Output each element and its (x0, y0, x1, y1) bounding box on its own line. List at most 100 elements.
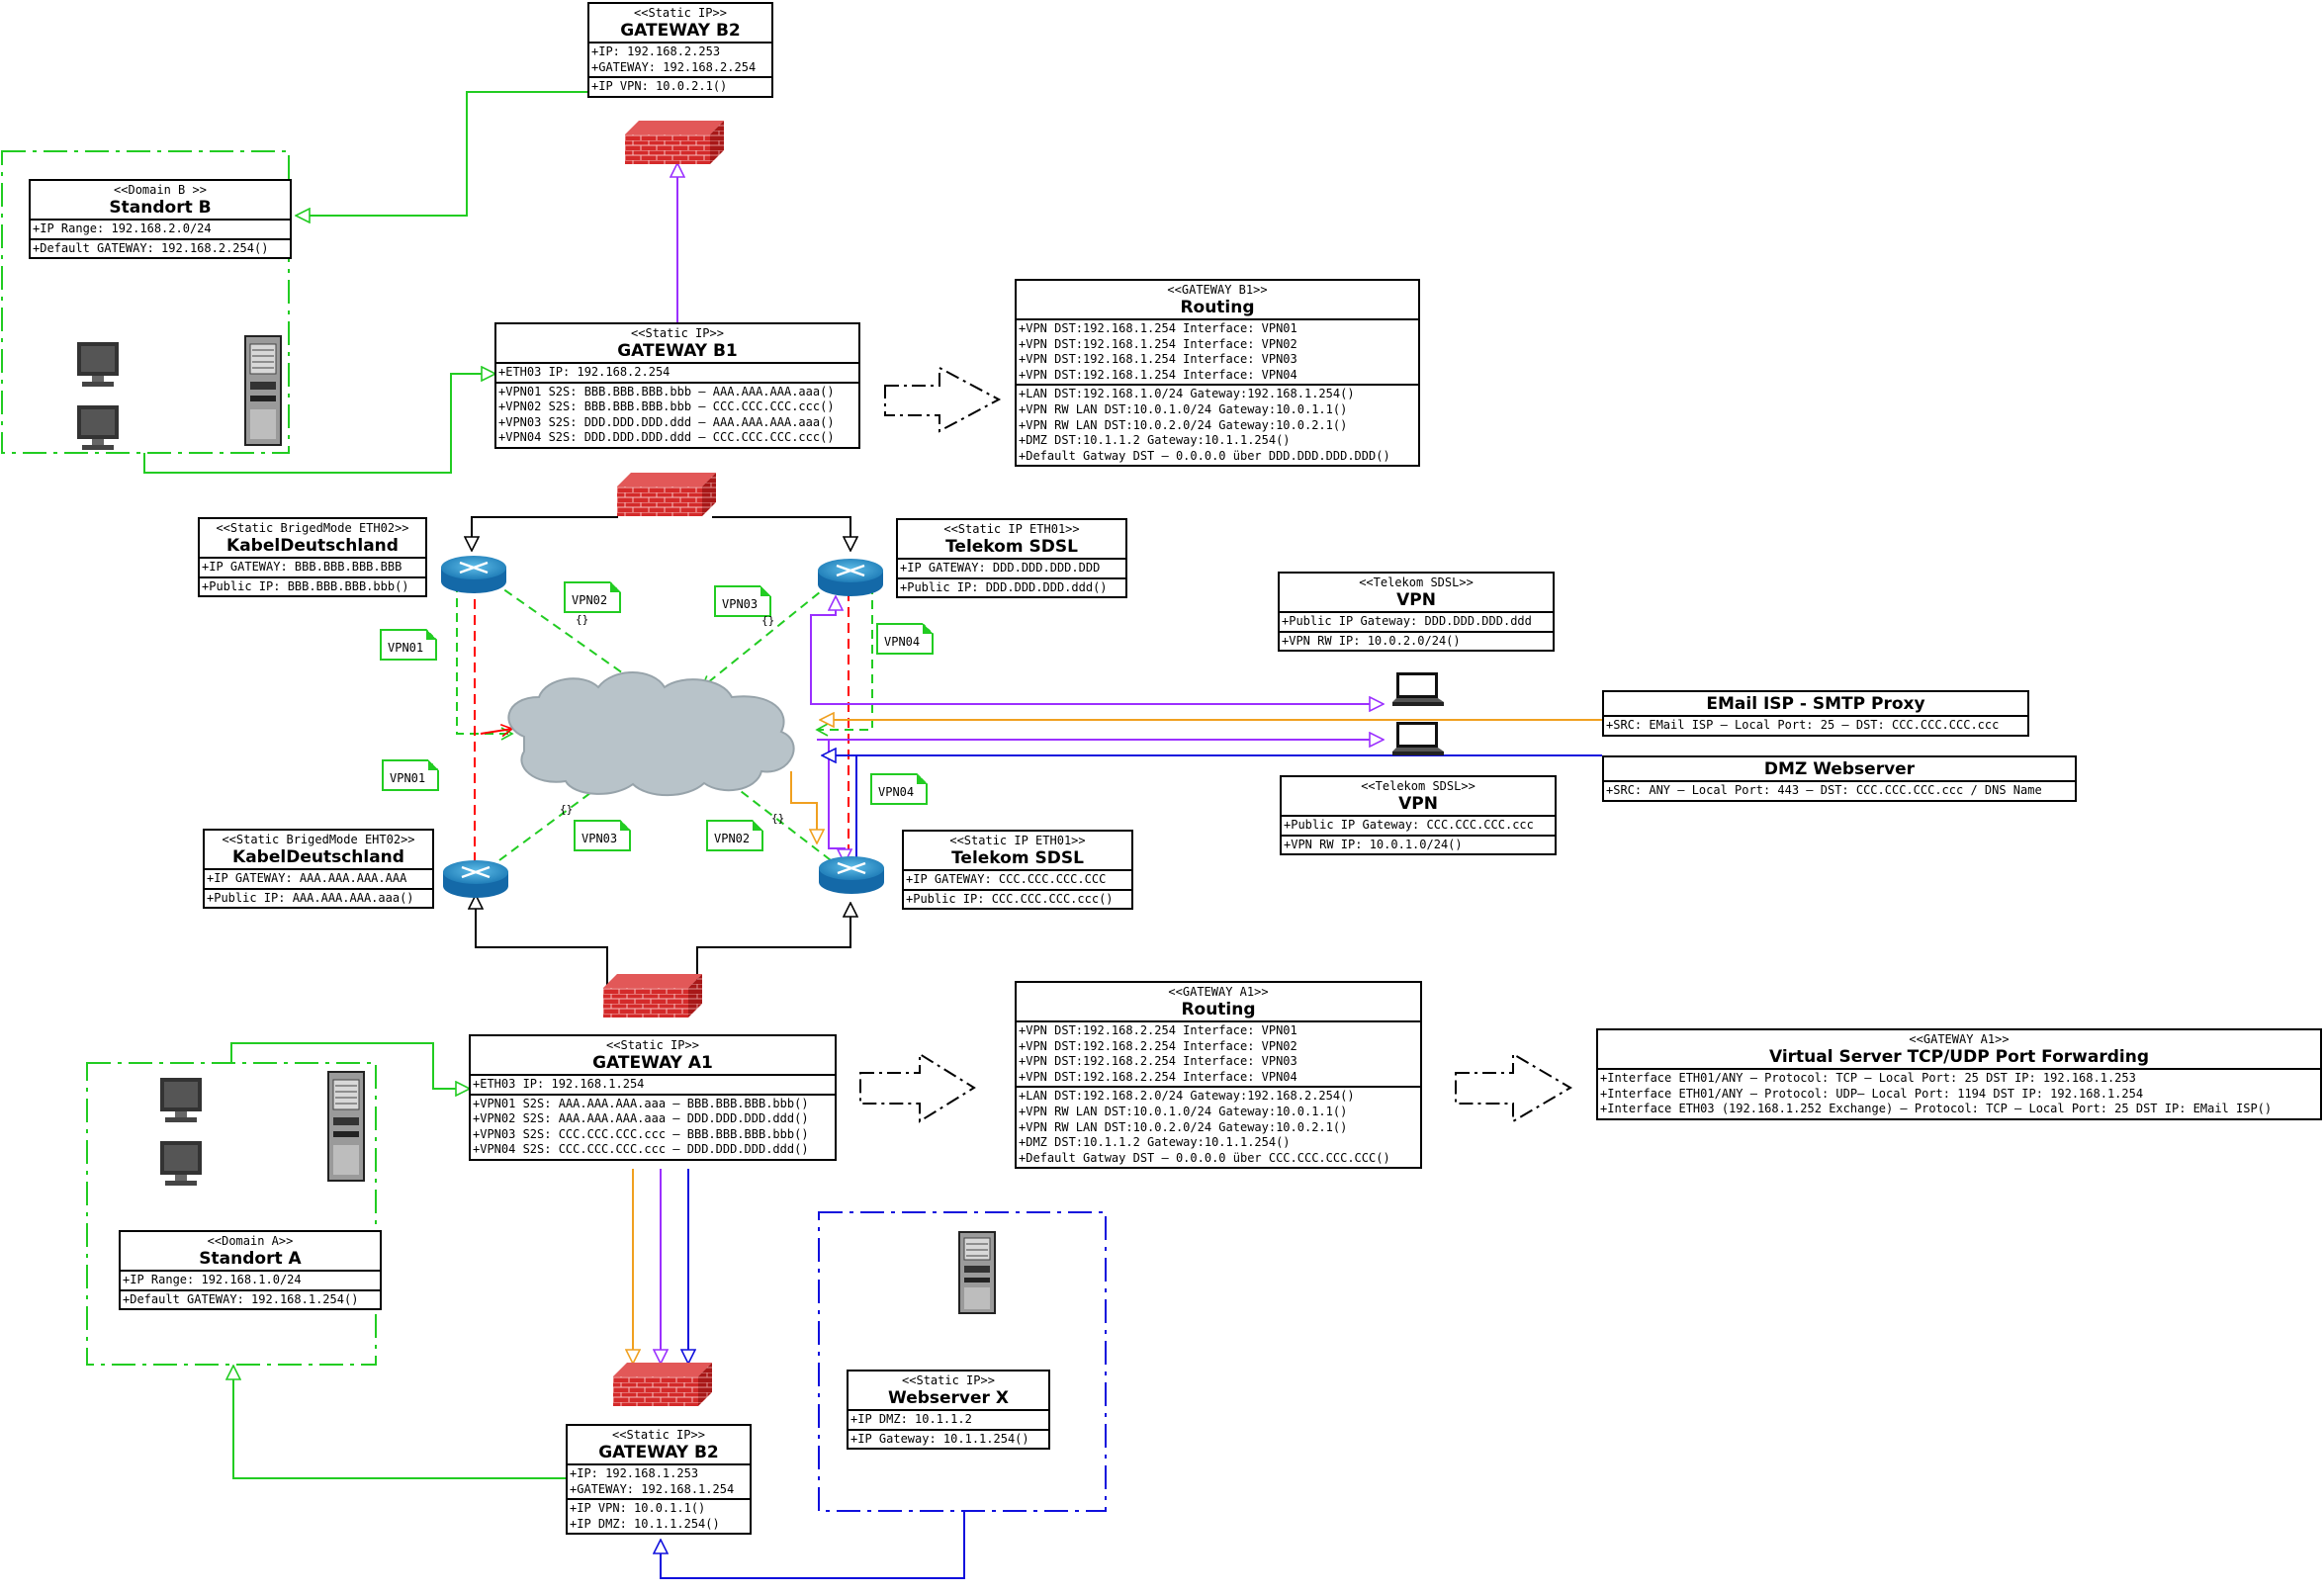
box-header: EMail ISP - SMTP Proxy (1604, 692, 2027, 717)
box-section: +Default GATEWAY: 192.168.2.254() (31, 240, 290, 258)
box-attribute: +Public IP Gateway: CCC.CCC.CCC.ccc (1284, 818, 1534, 832)
routing-b1-box: <<GATEWAY B1>>Routing+VPN DST:192.168.1.… (1015, 279, 1420, 468)
box-attribute: +VPN RW LAN DST:10.0.2.0/24 Gateway:10.0… (1019, 417, 1348, 432)
stereotype-label: <<GATEWAY B1>> (1167, 283, 1268, 297)
stereotype-label: <<Domain A>> (207, 1234, 294, 1248)
kabel-bottom-box: <<Static BrigedMode EHT02>>KabelDeutschl… (203, 829, 434, 910)
box-section: +IP Range: 192.168.2.0/24 (31, 221, 290, 240)
vpn-top-box: <<Telekom SDSL>>VPN+Public IP Gateway: D… (1278, 572, 1555, 653)
box-attribute: +VPN DST:192.168.1.254 Interface: VPN02 (1019, 336, 1297, 351)
stereotype-label: <<Static IP>> (631, 326, 724, 340)
vpn-line-tl-cloud (492, 580, 645, 688)
box-section: +VPN01 S2S: BBB.BBB.BBB.bbb – AAA.AAA.AA… (496, 384, 858, 447)
box-section: +VPN DST:192.168.1.254 Interface: VPN01+… (1017, 320, 1418, 387)
box-section: +Public IP: DDD.DDD.DDD.ddd() (898, 579, 1125, 597)
box-section: +Interface ETH01/ANY – Protocol: TCP – L… (1598, 1070, 2320, 1118)
gateway-b2-bottom-box: <<Static IP>>GATEWAY B2+IP: 192.168.1.25… (566, 1424, 752, 1536)
box-title: Standort B (109, 198, 212, 218)
vpn-note: VPN02 (706, 820, 763, 851)
box-attribute: +VPN RW LAN DST:10.0.1.0/24 Gateway:10.0… (1019, 401, 1348, 416)
laptop-icon (1392, 722, 1444, 755)
box-section: +VPN01 S2S: AAA.AAA.AAA.aaa – BBB.BBB.BB… (471, 1096, 835, 1159)
box-title: GATEWAY B2 (620, 21, 741, 41)
laptop-icon (1392, 672, 1444, 706)
box-attribute: +IP GATEWAY: CCC.CCC.CCC.CCC (906, 872, 1107, 886)
stereotype-label: <<Static IP ETH01>> (949, 834, 1086, 847)
box-attribute: +DMZ DST:10.1.1.2 Gateway:10.1.1.254() (1019, 1135, 1291, 1150)
box-attribute: +VPN DST:192.168.2.254 Interface: VPN02 (1019, 1038, 1297, 1053)
wire-gwb2-to-standorta (233, 1367, 566, 1479)
firewall-icon (625, 121, 724, 164)
stereotype-label: <<Domain B >> (114, 183, 207, 197)
box-title: EMail ISP - SMTP Proxy (1706, 694, 1925, 714)
box-attribute: +IP VPN: 10.0.2.1() (591, 79, 728, 94)
vpn-note: VPN01 (380, 629, 437, 661)
box-attribute: +VPN RW LAN DST:10.0.1.0/24 Gateway:10.0… (1019, 1104, 1348, 1118)
server-tower-icon (958, 1231, 996, 1314)
vpn-note: VPN03 (714, 585, 771, 617)
box-title: Webserver X (888, 1388, 1009, 1408)
dashed-arrow-icon (884, 366, 1002, 433)
box-attribute: +GATEWAY: 192.168.1.254 (570, 1481, 735, 1496)
box-header: <<Domain A>>Standort A (121, 1232, 380, 1272)
brace-label: {} (771, 812, 785, 825)
box-attribute: +IP VPN: 10.0.1.1() (570, 1501, 706, 1516)
monitor-icon (77, 342, 119, 387)
telekom-bottom-box: <<Static IP ETH01>>Telekom SDSL+IP GATEW… (902, 830, 1133, 911)
router-icon (819, 856, 884, 894)
box-attribute: +Public IP: CCC.CCC.CCC.ccc() (906, 891, 1114, 906)
box-section: +VPN RW IP: 10.0.2.0/24() (1280, 633, 1553, 651)
box-section: +VPN RW IP: 10.0.1.0/24() (1282, 837, 1555, 854)
box-section: +IP VPN: 10.0.1.1()+IP DMZ: 10.1.1.254() (568, 1500, 750, 1533)
box-header: <<Static BrigedMode EHT02>>KabelDeutschl… (205, 831, 432, 870)
box-section: +Public IP Gateway: DDD.DDD.DDD.ddd (1280, 613, 1553, 633)
box-attribute: +VPN DST:192.168.1.254 Interface: VPN04 (1019, 367, 1297, 382)
monitor-icon (160, 1078, 202, 1122)
box-section: +SRC: EMail ISP – Local Port: 25 – DST: … (1604, 717, 2027, 735)
dashed-arrow-icon (859, 1052, 976, 1123)
box-header: DMZ Webserver (1604, 757, 2075, 782)
box-title: GATEWAY A1 (592, 1053, 713, 1073)
standort-a-box: <<Domain A>>Standort A+IP Range: 192.168… (119, 1230, 382, 1311)
wire-fw-to-router-br (696, 904, 850, 994)
box-header: <<GATEWAY B1>>Routing (1017, 281, 1418, 320)
box-section: +LAN DST:192.168.2.0/24 Gateway:192.168.… (1017, 1088, 1420, 1167)
box-section: +IP GATEWAY: AAA.AAA.AAA.AAA (205, 870, 432, 890)
router-icon (818, 559, 883, 596)
box-attribute: +IP Range: 192.168.1.0/24 (123, 1273, 302, 1286)
box-title: GATEWAY B1 (617, 341, 738, 361)
wire-dmz-to-gwb2 (661, 1511, 965, 1579)
box-header: <<Static IP ETH01>>Telekom SDSL (898, 520, 1125, 560)
routing-a1-box: <<GATEWAY A1>>Routing+VPN DST:192.168.2.… (1015, 981, 1422, 1170)
vpn-line-left-cloud (456, 583, 514, 741)
box-header: <<Telekom SDSL>>VPN (1280, 574, 1553, 613)
box-section: +LAN DST:192.168.1.0/24 Gateway:192.168.… (1017, 386, 1418, 465)
box-attribute: +IP: 192.168.2.253 (591, 44, 721, 58)
box-header: <<Telekom SDSL>>VPN (1282, 777, 1555, 817)
box-attribute: +VPN02 S2S: BBB.BBB.BBB.bbb – CCC.CCC.CC… (498, 399, 835, 414)
box-section: +ETH03 IP: 192.168.2.254 (496, 364, 858, 384)
box-attribute: +VPN02 S2S: AAA.AAA.AAA.aaa – DDD.DDD.DD… (473, 1111, 809, 1126)
box-attribute: +IP DMZ: 10.1.1.2 (850, 1412, 972, 1426)
box-attribute: +VPN03 S2S: DDD.DDD.DDD.ddd – AAA.AAA.AA… (498, 414, 835, 429)
box-attribute: +VPN04 S2S: CCC.CCC.CCC.ccc – DDD.DDD.DD… (473, 1142, 809, 1157)
wire-fw-to-router-tl (472, 516, 618, 550)
box-attribute: +VPN RW IP: 10.0.2.0/24() (1282, 633, 1461, 648)
kabel-top-box: <<Static BrigedMode ETH02>>KabelDeutschl… (198, 517, 427, 598)
box-attribute: +SRC: EMail ISP – Local Port: 25 – DST: … (1606, 718, 2000, 732)
box-section: +IP: 192.168.2.253+GATEWAY: 192.168.2.25… (589, 44, 771, 79)
box-attribute: +VPN03 S2S: CCC.CCC.CCC.ccc – BBB.BBB.BB… (473, 1126, 809, 1141)
box-section: +IP GATEWAY: DDD.DDD.DDD.DDD (898, 560, 1125, 579)
box-title: KabelDeutschland (226, 536, 399, 556)
vpn-line-right-cloud (815, 585, 873, 737)
box-attribute: +VPN DST:192.168.2.254 Interface: VPN01 (1019, 1023, 1297, 1037)
stereotype-label: <<Static IP>> (606, 1038, 699, 1052)
box-section: +Public IP: BBB.BBB.BBB.bbb() (200, 578, 425, 596)
gateway-b1-box: <<Static IP>>GATEWAY B1 +ETH03 IP: 192.16… (494, 322, 860, 449)
stereotype-label: <<Static IP ETH01>> (943, 522, 1080, 536)
vpn-note: VPN03 (574, 820, 631, 851)
box-attribute: +VPN DST:192.168.1.254 Interface: VPN01 (1019, 321, 1297, 335)
box-section: +Public IP: CCC.CCC.CCC.ccc() (904, 891, 1131, 909)
box-title: VPN (1396, 590, 1436, 610)
box-title: Standort A (199, 1249, 302, 1269)
